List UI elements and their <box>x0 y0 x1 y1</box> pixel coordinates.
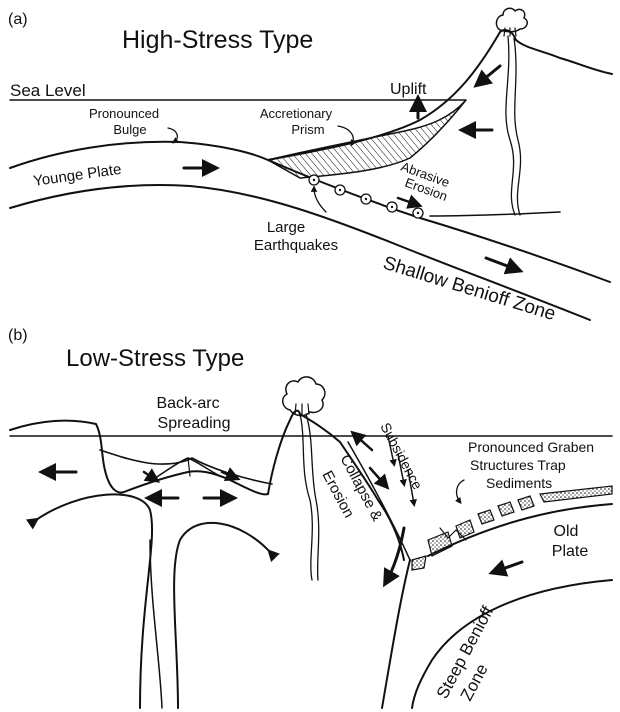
prism-label: Prism <box>291 122 324 137</box>
back-arc-left-block <box>10 421 124 493</box>
convection-cell-right <box>174 523 270 708</box>
arrow-basin-left <box>144 472 156 480</box>
uplift-label: Uplift <box>390 81 427 98</box>
arrow-subduction <box>486 258 518 270</box>
accretionary-label: Accretionary <box>260 106 333 121</box>
arrow-collapse-down <box>370 468 386 486</box>
old-label: Old <box>554 523 579 540</box>
leader-graben <box>457 480 464 502</box>
ridge-axis <box>188 458 190 476</box>
pronounced-label: Pronounced <box>89 106 159 121</box>
arrow-old-plate <box>494 562 522 572</box>
eruption-cloud-b <box>283 377 325 416</box>
panel-a: (a) High-Stress Type Sea Level <box>8 8 612 325</box>
arc-conduit-right <box>306 414 319 580</box>
back-arc-label: Back-arc <box>156 395 219 412</box>
arrow-volcano-down <box>478 66 500 84</box>
panel-a-letter: (a) <box>8 11 28 28</box>
volcano-slope <box>268 30 612 160</box>
sea-level-label: Sea Level <box>10 81 86 100</box>
plate-label: Plate <box>552 543 589 560</box>
leader-bulge <box>168 128 177 142</box>
panel-b-title: Low-Stress Type <box>66 345 244 372</box>
graben-label-2: Structures Trap <box>470 457 566 473</box>
graben-label-1: Pronounced Graben <box>468 439 594 455</box>
shallow-benioff-label: Shallow Benioff Zone <box>381 253 559 325</box>
convection-cell-left <box>36 494 152 708</box>
younge-plate-label: Younge Plate <box>32 161 122 190</box>
large-label: Large <box>267 219 305 236</box>
earthquakes-label: Earthquakes <box>254 237 338 254</box>
spreading-label: Spreading <box>158 415 231 432</box>
back-arc-basin-floor <box>124 471 268 494</box>
back-arc-ridge-surface <box>100 450 272 484</box>
panel-a-title: High-Stress Type <box>122 26 313 54</box>
bulge-label: Bulge <box>113 122 146 137</box>
arrow-erosion-down <box>386 528 404 582</box>
upwelling-channel <box>150 540 162 708</box>
plate-top-left <box>10 142 268 168</box>
subsidence-label: Subsidence <box>377 420 426 492</box>
graben-label-3: Sediments <box>486 475 552 491</box>
magma-conduit-left <box>506 36 515 215</box>
leader-earthquakes <box>314 188 326 212</box>
continental-base-a <box>430 212 560 216</box>
panel-b: (b) Low-Stress Type <box>8 327 612 708</box>
magma-conduit-right <box>514 38 521 215</box>
arrow-abrasive-erosion <box>398 198 418 205</box>
panel-b-letter: (b) <box>8 327 28 344</box>
